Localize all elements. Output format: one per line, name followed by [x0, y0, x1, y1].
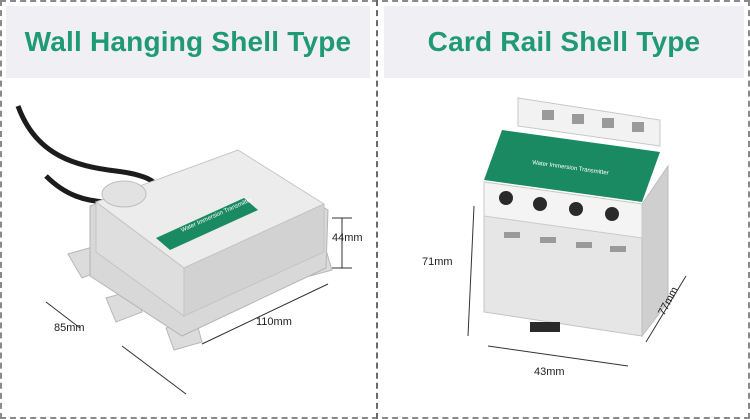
left-header: Wall Hanging Shell Type [6, 6, 370, 78]
right-width-dimension: 43mm [534, 366, 565, 378]
front-terminal-2 [533, 197, 547, 211]
right-panel-title: Card Rail Shell Type [427, 26, 701, 57]
card-rail-panel: Card Rail Shell Type Water Immersion Tra… [384, 6, 744, 410]
top-terminal-4 [632, 122, 644, 132]
right-height-dimension: 71mm [422, 256, 453, 268]
left-width-dimension: 110mm [256, 316, 292, 328]
left-height-dimension: 44mm [332, 232, 363, 244]
top-terminal-2 [572, 114, 584, 124]
left-depth-dimension: 85mm [54, 322, 85, 334]
right-header: Card Rail Shell Type [384, 6, 744, 78]
front-terminal-4 [605, 207, 619, 221]
front-terminal-1 [499, 191, 513, 205]
left-panel-title: Wall Hanging Shell Type [24, 26, 352, 57]
top-terminal-3 [602, 118, 614, 128]
wall-hanging-panel: Wall Hanging Shell Type Water Immersion … [6, 6, 370, 410]
top-terminal-1 [542, 110, 554, 120]
front-terminal-3 [569, 202, 583, 216]
panel-divider [376, 0, 378, 419]
card-rail-device-illustration: Water Immersion Transmitter [467, 97, 687, 367]
wall-hanging-device-illustration: Water Immersion Transmitter [15, 105, 352, 395]
